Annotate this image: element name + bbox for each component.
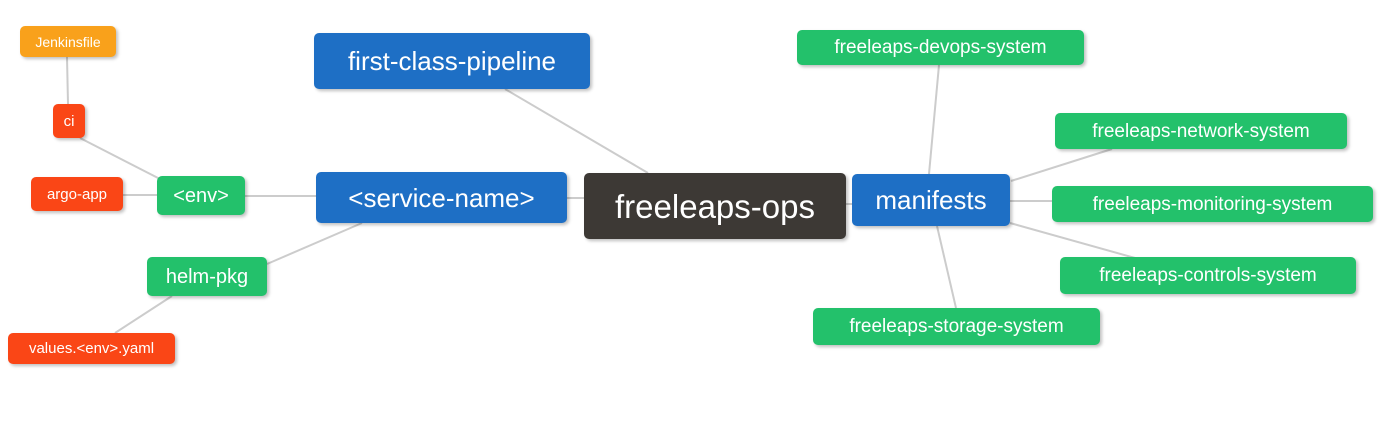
node-env[interactable]: <env>: [157, 176, 245, 215]
node-freeleaps-monitoring-system[interactable]: freeleaps-monitoring-system: [1052, 186, 1373, 222]
node-freeleaps-storage-system[interactable]: freeleaps-storage-system: [813, 308, 1100, 345]
edge-jenkinsfile-ci: [66, 56, 69, 105]
node-helm-pkg[interactable]: helm-pkg: [147, 257, 267, 296]
node-freeleaps-network-system[interactable]: freeleaps-network-system: [1055, 113, 1347, 149]
node-first-class-pipeline[interactable]: first-class-pipeline: [314, 33, 590, 89]
node-argo-app[interactable]: argo-app: [31, 177, 123, 211]
node-freeleaps-devops-system[interactable]: freeleaps-devops-system: [797, 30, 1084, 65]
edge-manifests-freeleaps-storage-system: [936, 225, 957, 309]
edge-manifests-freeleaps-controls-system: [1009, 222, 1136, 259]
node-jenkinsfile[interactable]: Jenkinsfile: [20, 26, 116, 57]
node-service-name[interactable]: <service-name>: [316, 172, 567, 223]
edge-ci-env: [79, 137, 161, 180]
edge-service-name-helm-pkg: [266, 222, 363, 265]
edge-manifests-freeleaps-network-system: [1010, 148, 1113, 182]
node-values-env-yaml[interactable]: values.<env>.yaml: [8, 333, 175, 364]
node-freeleaps-ops[interactable]: freeleaps-ops: [584, 173, 846, 239]
edge-manifests-freeleaps-devops-system: [928, 64, 940, 175]
edge-first-class-pipeline-freeleaps-ops: [504, 88, 649, 174]
node-ci[interactable]: ci: [53, 104, 85, 138]
node-manifests[interactable]: manifests: [852, 174, 1010, 226]
node-freeleaps-controls-system[interactable]: freeleaps-controls-system: [1060, 257, 1356, 294]
edge-helm-pkg-values-env-yaml: [114, 295, 173, 334]
